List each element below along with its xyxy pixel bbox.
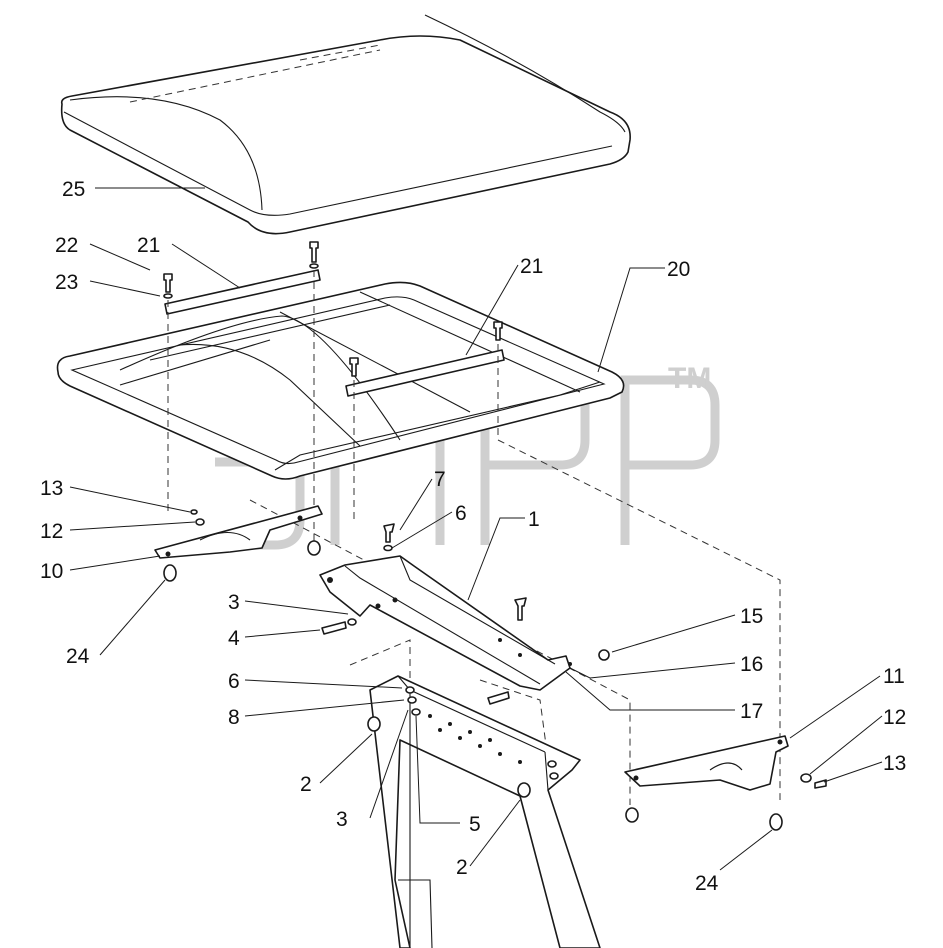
callout-15: 15 [740, 605, 763, 628]
callout-16: 16 [740, 653, 763, 676]
cap-24-right-a [625, 807, 639, 823]
callout-24-right: 24 [695, 872, 719, 895]
callout-2-left: 2 [300, 773, 312, 796]
callout-21-left: 21 [137, 234, 160, 257]
callout-8: 8 [228, 706, 240, 729]
washer-6-top [383, 544, 393, 552]
callout-3-top: 3 [228, 591, 240, 614]
washer-12-left [195, 518, 205, 526]
callout-4: 4 [228, 627, 240, 650]
callout-10: 10 [40, 560, 63, 583]
callout-24-left: 24 [66, 645, 90, 668]
callout-12-right: 12 [883, 706, 906, 729]
callout-6-top: 6 [455, 502, 467, 525]
callout-labels: 25 22 21 23 21 20 13 7 6 12 1 10 24 3 4 … [40, 178, 906, 895]
washer-2-right [517, 782, 531, 798]
roof-frame [56, 281, 625, 480]
callout-2-right: 2 [456, 856, 468, 879]
bolt-lower [487, 691, 510, 705]
bracket-left [154, 505, 323, 559]
nuts-post [405, 686, 559, 780]
callout-13-right: 13 [883, 752, 906, 775]
callout-20: 20 [667, 258, 690, 281]
callout-6-bottom: 6 [228, 670, 240, 693]
bolt-frame-2 [493, 321, 503, 341]
callout-22: 22 [55, 234, 78, 257]
washer-15 [598, 649, 610, 661]
cap-24-right-b [769, 813, 783, 831]
bolt-frame-1 [349, 357, 359, 377]
bolt-4 [321, 618, 357, 635]
washer-2-left [367, 716, 381, 732]
callout-3-bottom: 3 [336, 808, 348, 831]
callout-1: 1 [528, 508, 540, 531]
nut-13-left [190, 509, 198, 515]
callout-25: 25 [62, 178, 85, 201]
callout-17: 17 [740, 700, 763, 723]
callout-23: 23 [55, 271, 78, 294]
washer-12-right [800, 773, 812, 783]
bolt-top-right [309, 241, 319, 269]
bolt-7 [383, 523, 395, 543]
bracket-right [624, 735, 789, 791]
callout-11: 11 [883, 665, 905, 688]
strap-right [345, 349, 505, 397]
watermark-tm-text: TM [668, 362, 711, 395]
callout-13-left: 13 [40, 477, 63, 500]
main-cross-beam [319, 555, 572, 691]
bolt-center [514, 597, 527, 621]
callout-21-right: 21 [520, 255, 543, 278]
callout-7: 7 [434, 468, 446, 491]
callout-12-left: 12 [40, 520, 63, 543]
canopy-cover [60, 14, 631, 235]
cap-24-mid [307, 540, 321, 556]
cap-24-left [163, 564, 177, 582]
support-post [369, 675, 601, 948]
leader-lines [69, 187, 883, 871]
strap-left [164, 269, 321, 315]
bolt-22 [163, 273, 173, 299]
nut-13-right [814, 779, 827, 789]
callout-5: 5 [469, 813, 481, 836]
